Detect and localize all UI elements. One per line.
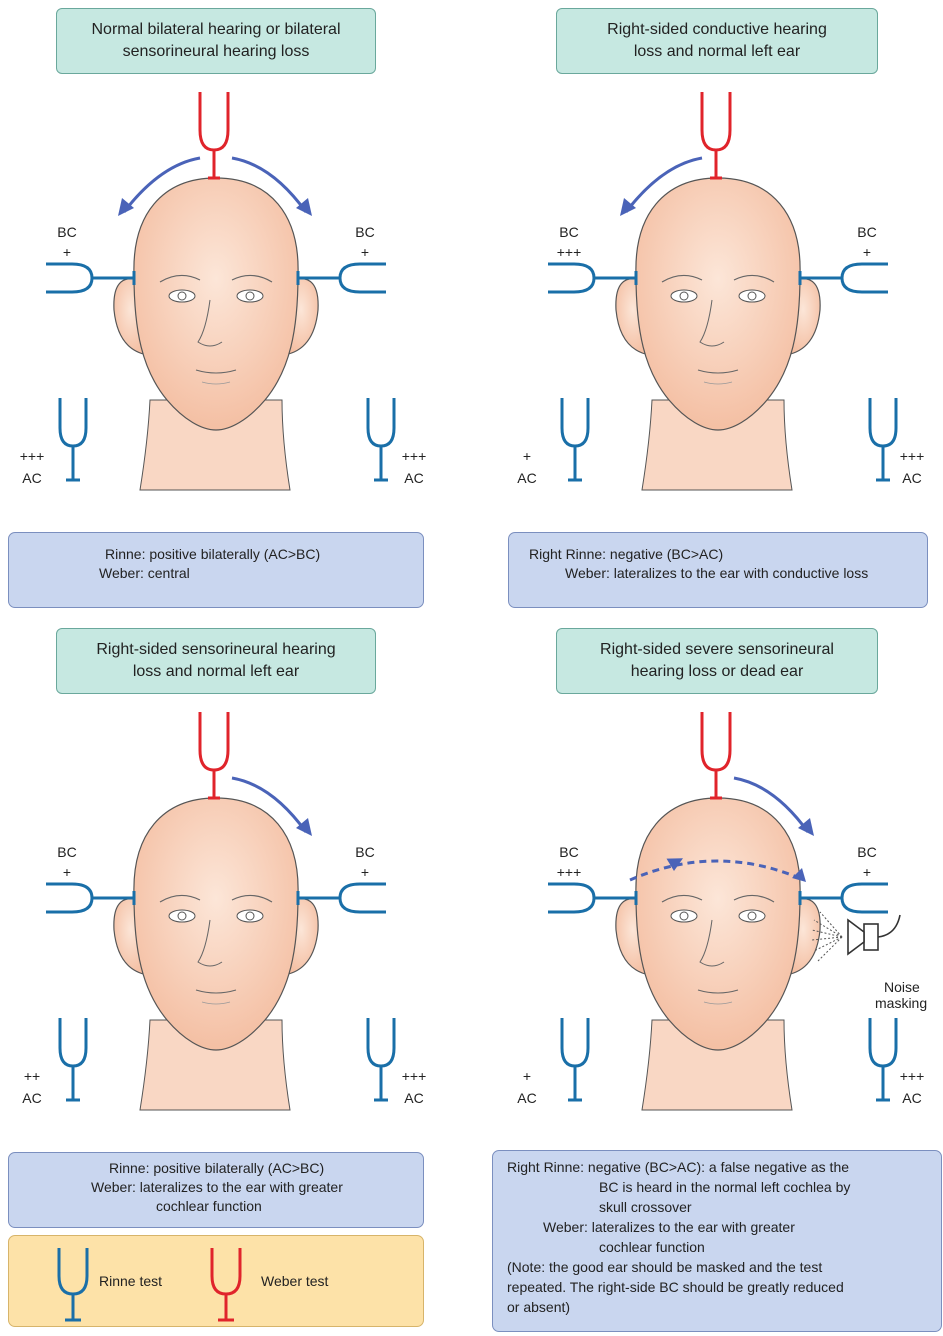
ac-right-label: AC: [892, 1090, 932, 1106]
ac-left-label: AC: [507, 470, 547, 486]
ac-right-level: +++: [892, 448, 932, 464]
bc-right-level: +: [847, 864, 887, 880]
rinne-fork-icon: [59, 1248, 87, 1320]
info-line: cochlear function: [507, 1237, 931, 1257]
info-line: (Note: the good ear should be masked and…: [507, 1257, 931, 1277]
info-line: Weber: central: [99, 564, 413, 583]
ac-left-level: ++: [12, 1068, 52, 1084]
bc-left-label: BC: [549, 844, 589, 860]
info-line: Rinne: positive bilaterally (AC>BC): [91, 1159, 413, 1178]
ac-right-label: AC: [394, 1090, 434, 1106]
ac-left-level: +++: [12, 448, 52, 464]
bc-left-label: BC: [549, 224, 589, 240]
ac-left-label: AC: [12, 470, 52, 486]
info-line: Weber: lateralizes to the ear with condu…: [529, 564, 917, 583]
findings-box: Rinne: positive bilaterally (AC>BC) Webe…: [8, 532, 424, 608]
findings-box: Right Rinne: negative (BC>AC) Weber: lat…: [508, 532, 928, 608]
bc-right-label: BC: [345, 844, 385, 860]
ac-left-level: +: [507, 1068, 547, 1084]
bc-right-level: +: [345, 244, 385, 260]
rinne-legend-label: Rinne test: [99, 1273, 162, 1289]
ac-right-level: +++: [394, 448, 434, 464]
ac-right-level: +++: [394, 1068, 434, 1084]
ac-right-label: AC: [394, 470, 434, 486]
info-line: or absent): [507, 1297, 931, 1317]
weber-legend-label: Weber test: [261, 1273, 328, 1289]
bc-left-label: BC: [47, 224, 87, 240]
bc-left-level: +++: [549, 244, 589, 260]
bc-right-label: BC: [345, 224, 385, 240]
ac-left-label: AC: [507, 1090, 547, 1106]
panel-sensorineural: Right-sided sensorineural hearing loss a…: [0, 620, 471, 1240]
info-line: skull crossover: [507, 1197, 931, 1217]
info-line: Right Rinne: negative (BC>AC): [529, 545, 917, 564]
ac-left-level: +: [507, 448, 547, 464]
info-line: Right Rinne: negative (BC>AC): a false n…: [507, 1157, 931, 1177]
bc-left-label: BC: [47, 844, 87, 860]
panel-normal: Normal bilateral hearing or bilateral se…: [0, 0, 471, 620]
legend: Rinne test Weber test: [8, 1235, 424, 1327]
weber-fork-icon: [212, 1248, 240, 1320]
bc-left-level: +++: [549, 864, 589, 880]
noise-label: Noise: [884, 979, 920, 995]
panel-dead-ear: Right-sided severe sensorineural hearing…: [472, 620, 943, 1336]
masking-label: masking: [875, 995, 927, 1011]
info-line: BC is heard in the normal left cochlea b…: [507, 1177, 931, 1197]
ac-right-level: +++: [892, 1068, 932, 1084]
bc-right-level: +: [847, 244, 887, 260]
info-line: repeated. The right-side BC should be gr…: [507, 1277, 931, 1297]
ac-right-label: AC: [892, 470, 932, 486]
panel-conductive: Right-sided conductive hearing loss and …: [472, 0, 943, 620]
info-line: cochlear function: [91, 1197, 413, 1216]
info-line: Weber: lateralizes to the ear with great…: [91, 1178, 413, 1197]
legend-icons: [9, 1236, 425, 1328]
bc-left-level: +: [47, 244, 87, 260]
info-line: Weber: lateralizes to the ear with great…: [507, 1217, 931, 1237]
findings-box: Right Rinne: negative (BC>AC): a false n…: [492, 1150, 942, 1332]
speaker-icon: [812, 912, 900, 961]
findings-box: Rinne: positive bilaterally (AC>BC) Webe…: [8, 1152, 424, 1228]
bc-left-level: +: [47, 864, 87, 880]
bc-right-label: BC: [847, 844, 887, 860]
bc-right-level: +: [345, 864, 385, 880]
ac-left-label: AC: [12, 1090, 52, 1106]
bc-right-label: BC: [847, 224, 887, 240]
info-line: Rinne: positive bilaterally (AC>BC): [99, 545, 413, 564]
